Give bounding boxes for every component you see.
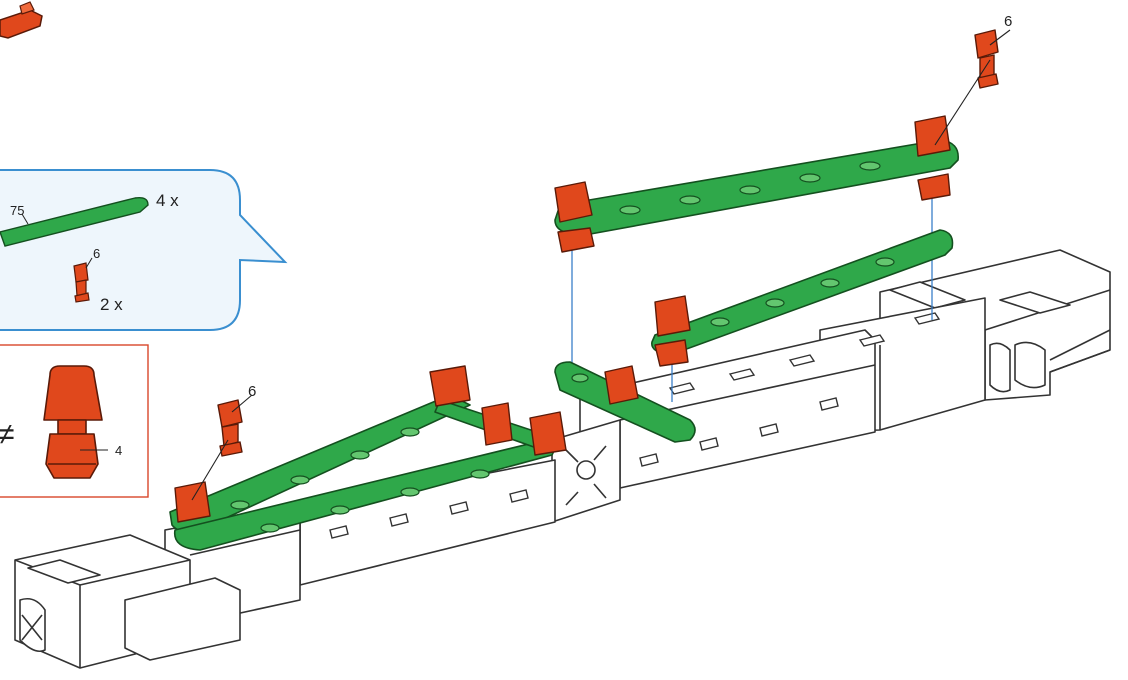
pin-label-top-right: 6 (1004, 13, 1012, 30)
strut-length-label: 75 (10, 203, 24, 218)
pin-label-left: 6 (248, 383, 256, 400)
strut-holes (230, 161, 895, 533)
label-leader-lines (191, 29, 1011, 501)
pin-comparison-box (0, 344, 149, 498)
base-building-blocks (14, 249, 1111, 669)
comparison-pin-size-label: 4 (115, 443, 122, 458)
partial-pin-icon (0, 1, 43, 39)
callout-pin-size-label: 6 (93, 246, 100, 261)
parts-callout (0, 169, 288, 331)
red-pin-icon (174, 29, 999, 523)
pin-quantity-label: 2 x (100, 295, 123, 314)
not-equal-symbol: ≠ (0, 418, 14, 451)
strut-quantity-label: 4 x (156, 191, 179, 210)
red-pin-icon (73, 262, 90, 303)
block-slots (329, 312, 941, 539)
green-strut-icon (0, 196, 149, 247)
red-pin-icon (43, 365, 103, 479)
